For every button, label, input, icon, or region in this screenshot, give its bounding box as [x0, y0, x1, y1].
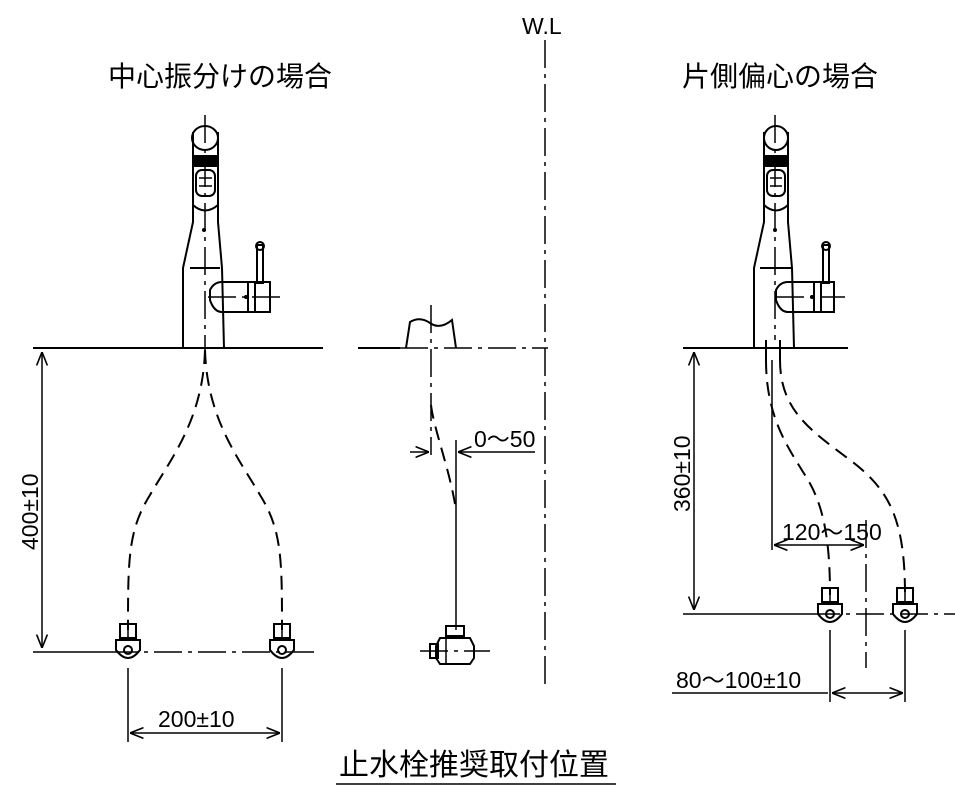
caption-recommended-position: 止水栓推奨取付位置 [339, 748, 609, 783]
faucet-center-view: 400±10 200±10 [17, 115, 323, 742]
dim-offset-width: 80〜100±10 [676, 667, 801, 693]
water-level-label: W.L [522, 13, 562, 39]
faucet-side-view: 0〜50 [358, 305, 548, 665]
dim-center-width: 200±10 [158, 706, 235, 732]
dim-center-height: 400±10 [17, 473, 43, 550]
title-center-distribution: 中心振分けの場合 [108, 60, 332, 93]
dim-offset-height: 360±10 [669, 435, 695, 512]
side-valve [429, 625, 475, 665]
title-one-side-offset: 片側偏心の場合 [682, 60, 878, 93]
faucet-offset-view: 120〜150 360±10 80〜100±10 [669, 115, 955, 702]
dim-side-offset: 0〜50 [474, 426, 535, 452]
dim-offset-range: 120〜150 [782, 519, 882, 545]
